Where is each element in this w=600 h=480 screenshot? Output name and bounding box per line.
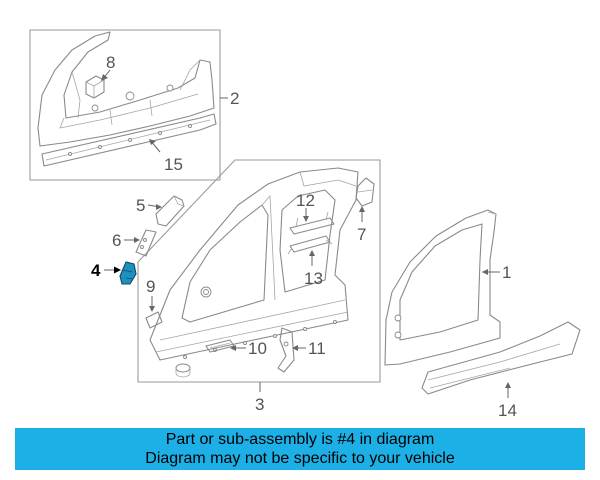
rocker-reinforcement-15 — [41, 113, 217, 167]
rocker-panel-14 — [421, 321, 581, 395]
plug-3 — [175, 363, 191, 378]
main-box-3 — [137, 159, 381, 383]
callout-12: 12 — [296, 191, 315, 210]
seal-5 — [155, 195, 185, 227]
callout-6: 6 — [112, 231, 121, 250]
bracket-12 — [289, 211, 335, 235]
banner-line-1: Part or sub-assembly is #4 in diagram — [165, 431, 435, 448]
callout-8: 8 — [106, 53, 115, 72]
bracket-10 — [205, 339, 235, 353]
callout-7: 7 — [357, 225, 366, 244]
callout-4: 4 — [91, 261, 101, 280]
inset-box-2 — [29, 29, 221, 181]
inner-side-panel-2 — [37, 31, 215, 147]
info-banner: Part or sub-assembly is #4 in diagram Di… — [15, 428, 585, 470]
callout-14: 14 — [498, 401, 517, 420]
side-panel-3 — [149, 167, 359, 361]
callout-15: 15 — [164, 155, 183, 174]
callout-3: 3 — [255, 395, 264, 414]
callout-5: 5 — [136, 196, 145, 215]
bracket-9 — [145, 311, 163, 329]
bracket-8 — [85, 75, 105, 99]
highlighted-part-4 — [119, 261, 137, 285]
parts-diagram: 1 2 3 4 5 6 7 8 9 10 11 12 13 14 15 — [29, 29, 581, 420]
banner-line-2: Diagram may not be specific to your vehi… — [145, 450, 455, 467]
callout-13: 13 — [304, 269, 323, 288]
bracket-6 — [135, 229, 157, 257]
bracket-7 — [355, 177, 375, 207]
bracket-13 — [287, 235, 333, 255]
callout-1: 1 — [502, 263, 511, 282]
callout-11: 11 — [308, 339, 326, 358]
leader-lines — [101, 69, 511, 398]
callout-2: 2 — [230, 89, 239, 108]
callout-10: 10 — [248, 339, 267, 358]
callout-9: 9 — [146, 277, 155, 296]
outer-side-panel-1 — [384, 209, 501, 366]
bracket-11 — [277, 327, 295, 373]
